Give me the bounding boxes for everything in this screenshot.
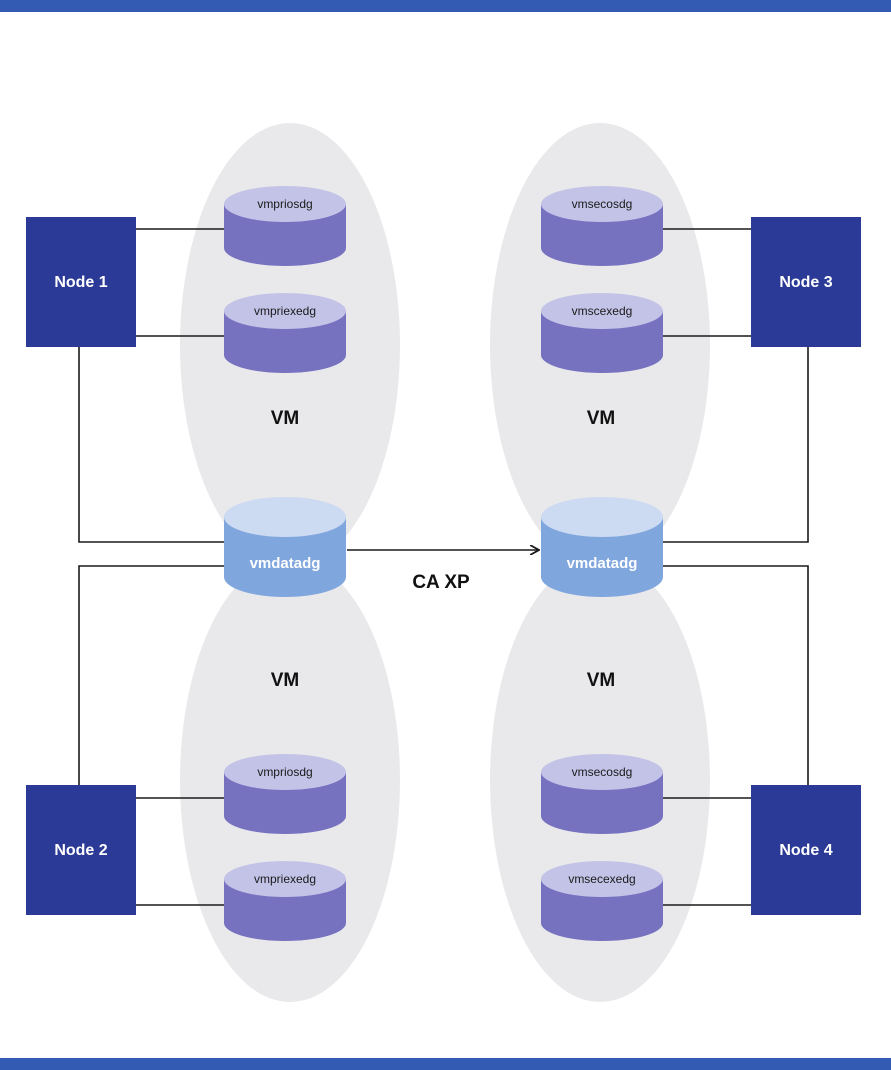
- disk-bottom-right-0: vmsecosdg: [541, 754, 663, 834]
- data-disk-label: vmdatadg: [567, 555, 638, 572]
- node-3[interactable]: Node 3: [751, 217, 861, 347]
- disk-bottom-left-0: vmpriosdg: [224, 754, 346, 834]
- link-node2-vmdatadg: [78, 565, 224, 785]
- disk-top-left-1: vmpriexedg: [224, 293, 346, 373]
- link-node1-vmdatadg: [78, 347, 224, 543]
- disk-top-left-0: vmpriosdg: [224, 186, 346, 266]
- replication-label: CA XP: [412, 572, 470, 593]
- link-node3-vmdatadg: [663, 347, 809, 543]
- disk-label: vmsecexedg: [568, 872, 635, 886]
- bottom-band: [0, 1058, 891, 1070]
- node-label: Node 1: [54, 274, 107, 291]
- node-label: Node 3: [779, 274, 832, 291]
- node-1[interactable]: Node 1: [26, 217, 136, 347]
- disk-bottom-right-1: vmsecexedg: [541, 861, 663, 941]
- disk-label: vmscexedg: [572, 304, 633, 318]
- disk-top-right-1: vmscexedg: [541, 293, 663, 373]
- top-band: [0, 0, 891, 12]
- vm-label-top-left: VM: [271, 408, 300, 429]
- disk-bottom-left-1: vmpriexedg: [224, 861, 346, 941]
- vm-label-bottom-right: VM: [587, 670, 616, 691]
- disk-top-right-0: vmsecosdg: [541, 186, 663, 266]
- node-2[interactable]: Node 2: [26, 785, 136, 915]
- disk-label: vmpriexedg: [254, 304, 316, 318]
- data-disk-left: vmdatadg: [224, 497, 346, 597]
- vm-label-bottom-left: VM: [271, 670, 300, 691]
- disk-label: vmpriosdg: [257, 197, 312, 211]
- disk-label: vmsecosdg: [572, 765, 633, 779]
- vm-label-top-right: VM: [587, 408, 616, 429]
- data-disk-right: vmdatadg: [541, 497, 663, 597]
- node-label: Node 4: [779, 842, 832, 859]
- link-node4-vmdatadg: [663, 565, 809, 785]
- disk-label: vmpriexedg: [254, 872, 316, 886]
- node-4[interactable]: Node 4: [751, 785, 861, 915]
- disk-label: vmsecosdg: [572, 197, 633, 211]
- data-disk-label: vmdatadg: [250, 555, 321, 572]
- node-label: Node 2: [54, 842, 107, 859]
- disk-label: vmpriosdg: [257, 765, 312, 779]
